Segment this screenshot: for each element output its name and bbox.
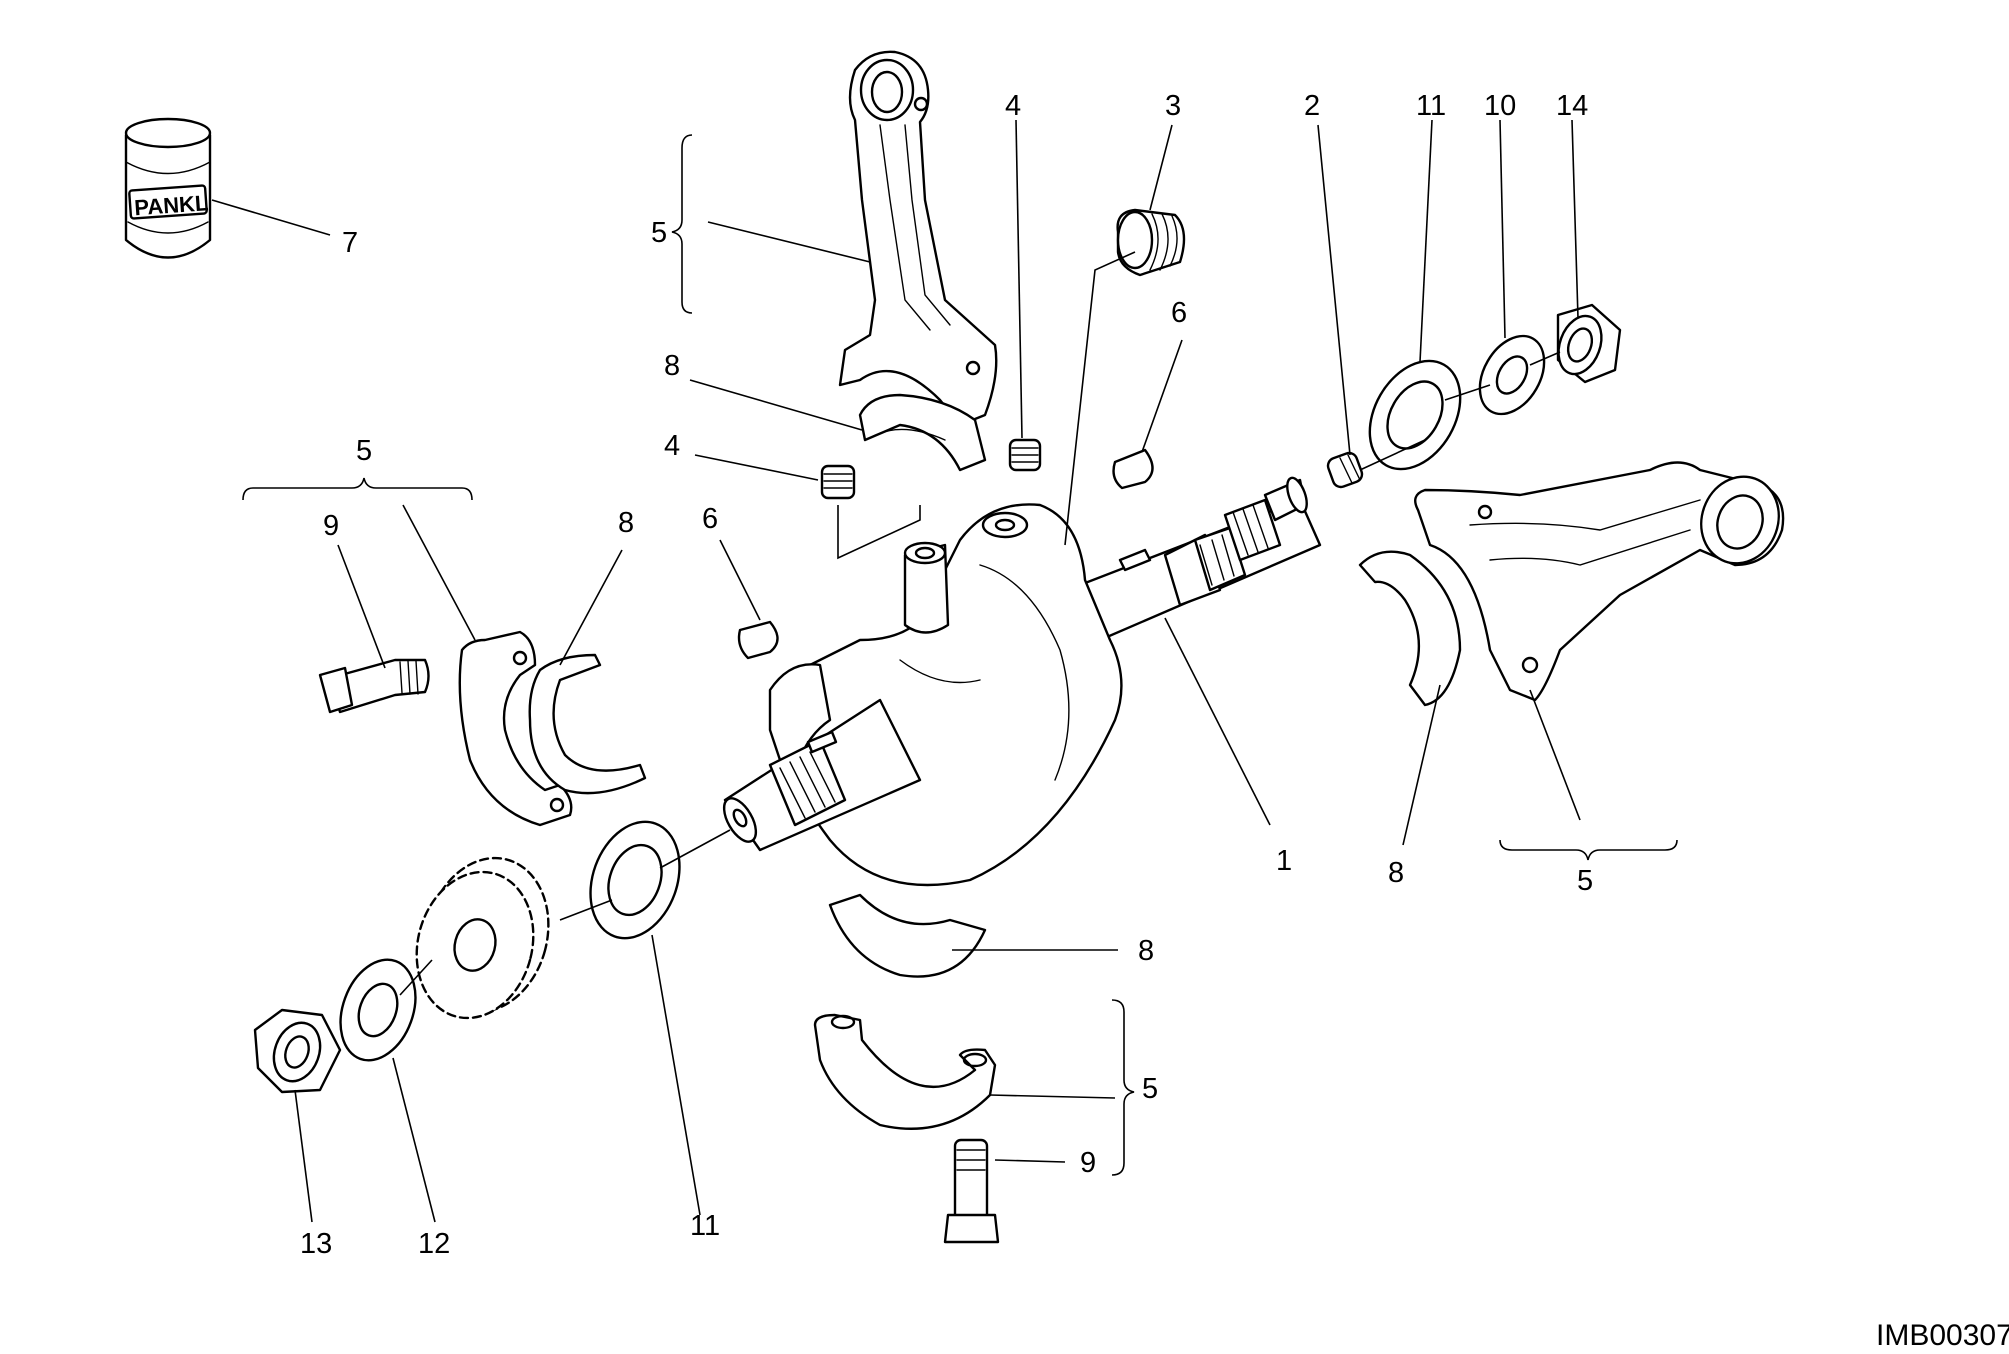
nut-left [253, 1008, 342, 1094]
assembly-paste-can: PANKL [124, 117, 212, 259]
lock-washer-right [1478, 334, 1546, 416]
bolt-left [318, 658, 430, 714]
callout-5-left: 5 [356, 435, 372, 467]
callout-6-right: 6 [1171, 297, 1187, 329]
callout-8-bottom: 8 [1138, 935, 1154, 967]
callout-10: 10 [1484, 90, 1516, 122]
rod-cap-bottom [813, 1013, 997, 1130]
callout-8-right: 8 [1388, 857, 1404, 889]
callout-13: 13 [300, 1228, 332, 1260]
callout-4-left: 4 [664, 430, 680, 462]
bearing-shell-right [1358, 550, 1462, 707]
callout-5-right: 5 [1577, 865, 1593, 897]
bearing-shell-left [528, 653, 647, 795]
callout-4-top: 4 [1005, 90, 1021, 122]
can-brand-label: PANKL [133, 190, 209, 220]
callout-11-right: 11 [1416, 90, 1446, 122]
connecting-rod-right [1414, 461, 1785, 702]
callout-2: 2 [1304, 90, 1320, 122]
grub-screw-4b [820, 464, 856, 500]
callout-1: 1 [1276, 845, 1292, 877]
callout-12: 12 [418, 1228, 450, 1260]
thrust-washer-right [1368, 359, 1462, 471]
callout-5-top: 5 [651, 217, 667, 249]
callout-5-bottom: 5 [1142, 1073, 1158, 1105]
callout-9-bottom: 9 [1080, 1147, 1096, 1179]
grub-screw-2 [1326, 451, 1364, 489]
crankshaft [722, 476, 1322, 887]
lock-washer-left [339, 958, 417, 1062]
image-code: IMB00307 [1876, 1319, 2009, 1352]
timing-gear [415, 856, 550, 1020]
woodruff-key-left [737, 620, 779, 660]
callout-9-left: 9 [323, 510, 339, 542]
nut-right [1556, 303, 1622, 384]
callout-14: 14 [1556, 90, 1588, 122]
brackets [242, 134, 1678, 1176]
rod-cap-left [458, 630, 573, 827]
bolt-bottom [943, 1138, 1000, 1244]
connecting-rod-top [838, 50, 998, 427]
callout-labels: 1 2 3 4 4 5 5 5 5 6 6 7 8 8 8 8 9 9 10 1… [300, 90, 1593, 1260]
threaded-plug [1116, 208, 1186, 277]
grub-screw-4a [1008, 438, 1042, 472]
callout-6-left: 6 [702, 503, 718, 535]
callout-8-top: 8 [664, 350, 680, 382]
thrust-washer-left [589, 820, 681, 940]
bearing-shell-top [858, 393, 987, 472]
bearing-shell-bottom [828, 893, 987, 978]
leader-lines [211, 119, 1581, 1223]
callout-8-left: 8 [618, 507, 634, 539]
callout-3: 3 [1165, 90, 1181, 122]
callout-11-left: 11 [690, 1210, 720, 1242]
woodruff-key-right [1112, 448, 1154, 490]
callout-7: 7 [342, 227, 358, 259]
